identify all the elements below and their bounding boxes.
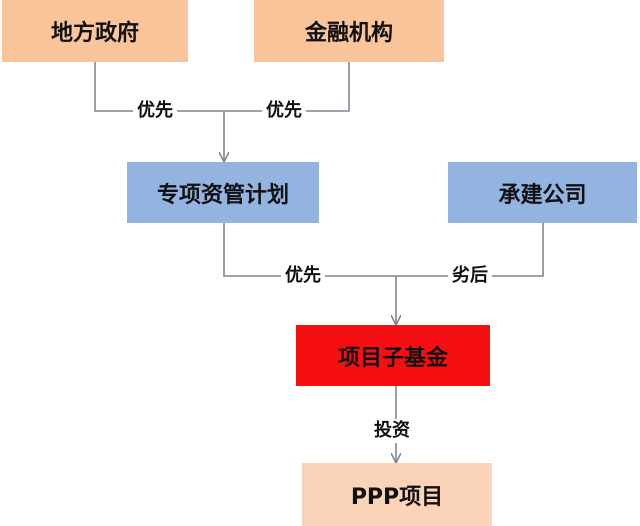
node-ppp-project: PPP项目 [302,463,492,526]
node-financial-institution: 金融机构 [254,0,444,62]
edge-label-gov: 优先 [133,99,177,123]
edge-gov [94,62,224,112]
node-asset-management-plan: 专项资管计划 [127,162,319,223]
edge-label-invest: 投资 [370,419,414,443]
edge-label-build: 劣后 [448,264,492,288]
node-local-government: 地方政府 [2,0,188,62]
node-construction-company: 承建公司 [448,162,637,223]
edge-label-plan: 优先 [281,264,325,288]
node-project-sub-fund: 项目子基金 [296,325,490,386]
edge-build [396,223,544,277]
edge-label-fin: 优先 [262,99,306,123]
edge-plan [223,223,396,277]
